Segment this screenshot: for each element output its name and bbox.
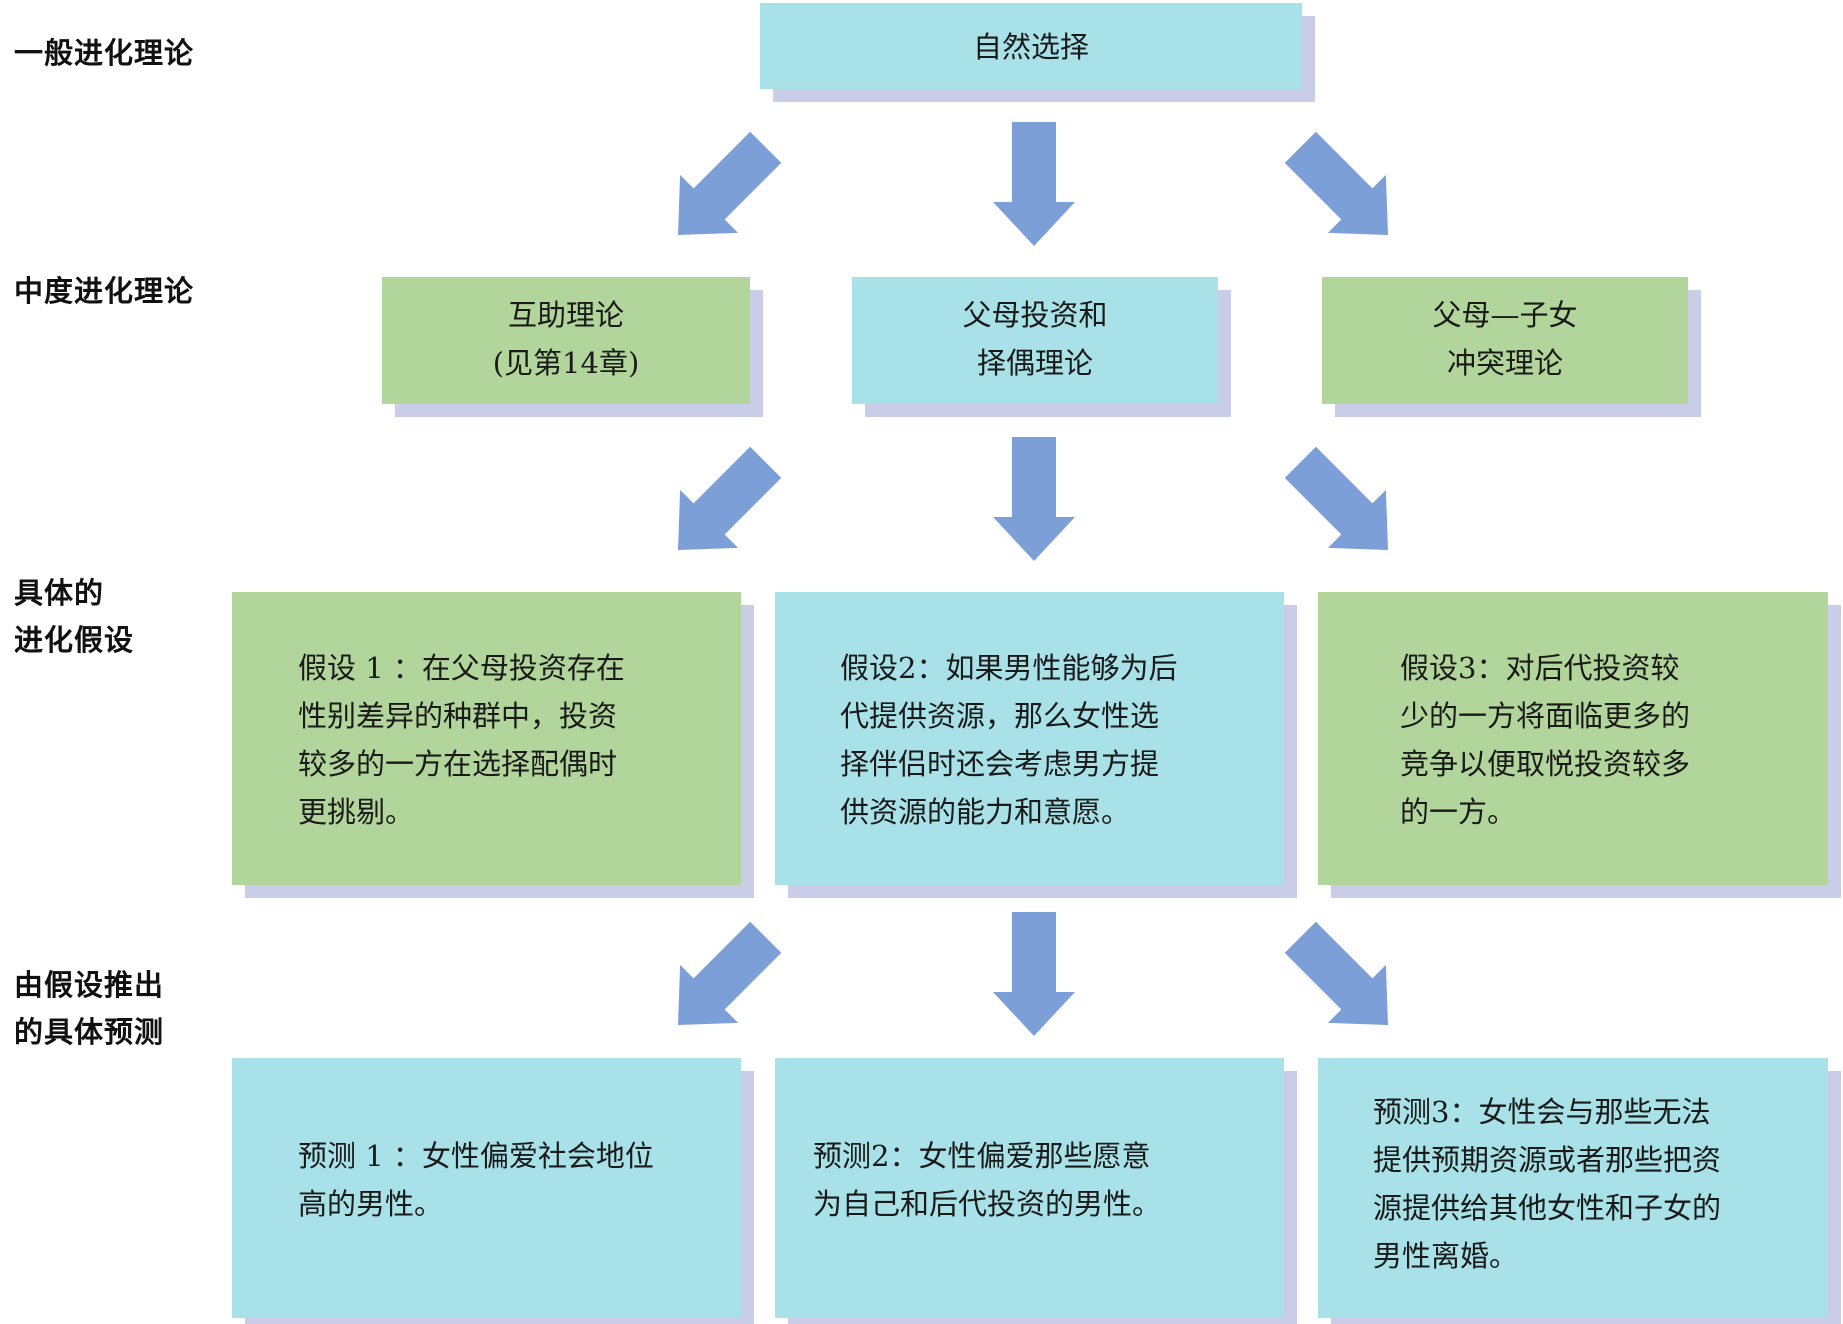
arrow-hypothesis-to-left bbox=[649, 908, 795, 1054]
hypothesis-text-3: 假设3：对后代投资较 少的一方将面临更多的 竞争以便取悦投资较多 的一方。 bbox=[1400, 651, 1691, 829]
arrow-hypothesis-to-right bbox=[1271, 908, 1417, 1054]
hypothesis-text-1: 假设 1 ：在父母投资存在 性别差异的种群中，投资 较多的一方在选择配偶时 更挑… bbox=[298, 651, 625, 829]
arrow-theory-to-right bbox=[1271, 433, 1417, 579]
theory-box-parental-investment: 父母投资和 择偶理论 bbox=[852, 277, 1218, 404]
arrow-hypothesis-to-center bbox=[993, 912, 1075, 1036]
theory-text-parent-offspring-conflict: 父母—子女 冲突理论 bbox=[1432, 298, 1578, 380]
hypothesis-box-1: 假设 1 ：在父母投资存在 性别差异的种群中，投资 较多的一方在选择配偶时 更挑… bbox=[232, 592, 741, 885]
arrow-top-to-left bbox=[649, 118, 795, 264]
hypothesis-box-2: 假设2：如果男性能够为后 代提供资源，那么女性选 择伴侣时还会考虑男方提 供资源… bbox=[775, 592, 1284, 885]
level-label-middle: 中度进化理论 bbox=[14, 274, 195, 308]
natural-selection-box: 自然选择 bbox=[760, 3, 1302, 89]
theory-box-parent-offspring-conflict: 父母—子女 冲突理论 bbox=[1322, 277, 1688, 404]
prediction-box-2: 预测2：女性偏爱那些愿意 为自己和后代投资的男性。 bbox=[775, 1058, 1284, 1318]
hypothesis-text-2: 假设2：如果男性能够为后 代提供资源，那么女性选 择伴侣时还会考虑男方提 供资源… bbox=[840, 651, 1178, 829]
theory-box-reciprocity: 互助理论 (见第14章) bbox=[382, 277, 750, 404]
natural-selection-text: 自然选择 bbox=[972, 30, 1089, 64]
theory-text-parental-investment: 父母投资和 择偶理论 bbox=[962, 298, 1108, 380]
theory-text-reciprocity: 互助理论 (见第14章) bbox=[492, 298, 640, 380]
level-label-general: 一般进化理论 bbox=[14, 36, 195, 70]
arrow-top-to-center bbox=[993, 122, 1075, 246]
prediction-text-1: 预测 1 ：女性偏爱社会地位 高的男性。 bbox=[298, 1139, 654, 1221]
arrow-top-to-right bbox=[1271, 118, 1417, 264]
arrow-theory-to-left bbox=[649, 433, 795, 579]
prediction-text-3: 预测3：女性会与那些无法 提供预期资源或者那些把资 源提供给其他女性和子女的 男… bbox=[1373, 1095, 1722, 1273]
arrow-theory-to-center bbox=[993, 437, 1075, 561]
hypothesis-box-3: 假设3：对后代投资较 少的一方将面临更多的 竞争以便取悦投资较多 的一方。 bbox=[1318, 592, 1828, 885]
level-label-predictions: 由假设推出 的具体预测 bbox=[14, 968, 165, 1049]
prediction-box-1: 预测 1 ：女性偏爱社会地位 高的男性。 bbox=[232, 1058, 741, 1318]
prediction-box-3: 预测3：女性会与那些无法 提供预期资源或者那些把资 源提供给其他女性和子女的 男… bbox=[1318, 1058, 1828, 1318]
level-label-hypotheses: 具体的 进化假设 bbox=[14, 576, 135, 657]
prediction-text-2: 预测2：女性偏爱那些愿意 为自己和后代投资的男性。 bbox=[813, 1139, 1162, 1221]
